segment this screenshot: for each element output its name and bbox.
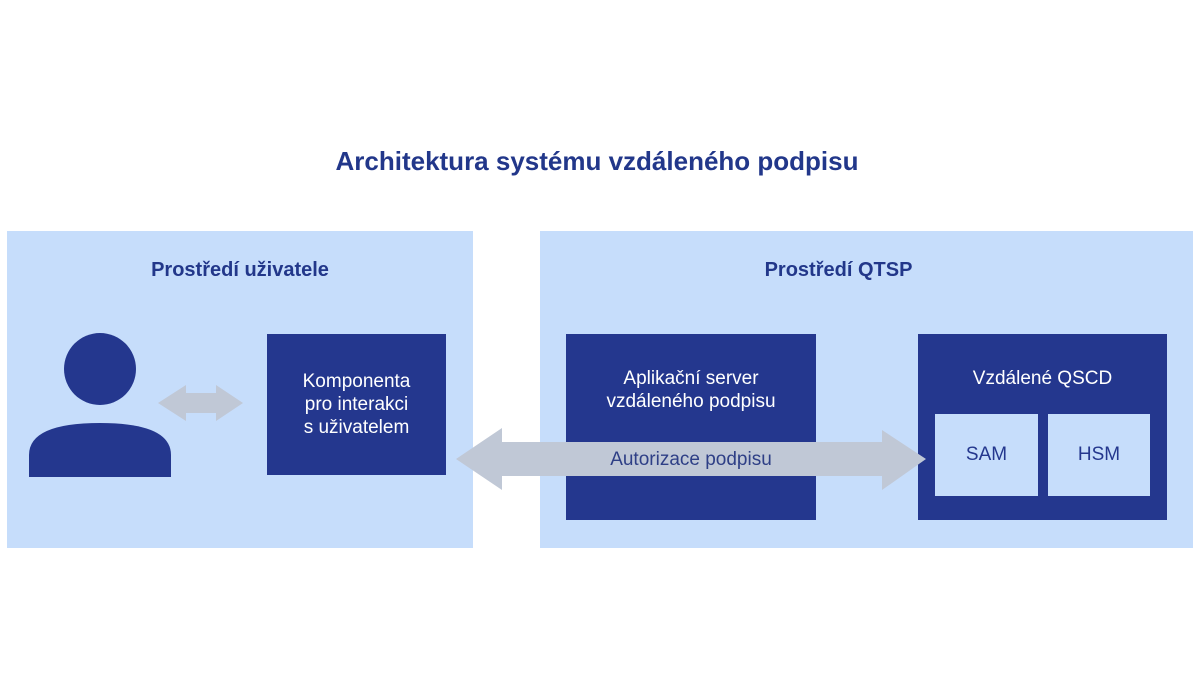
interaction-component-box: Komponenta pro interakci s uživatelem — [267, 334, 446, 475]
server-line-2: vzdáleného podpisu — [606, 391, 776, 412]
qscd-title: Vzdálené QSCD — [972, 368, 1113, 389]
qtsp-environment-title: Prostředí QTSP — [764, 259, 913, 281]
diagram-title: Architektura systému vzdáleného podpisu — [335, 146, 859, 176]
user-component-arrow — [158, 385, 243, 421]
signing-server-box: Aplikační server vzdáleného podpisu — [566, 334, 816, 520]
sam-box: SAM — [935, 414, 1038, 496]
user-environment-title: Prostředí uživatele — [151, 259, 329, 281]
component-line-3: s uživatelem — [303, 417, 410, 438]
server-line-1: Aplikační server — [623, 368, 759, 389]
component-line-1: Komponenta — [302, 371, 411, 392]
authorization-label: Autorizace podpisu — [610, 449, 772, 470]
component-line-2: pro interakci — [304, 394, 409, 415]
hsm-box: HSM — [1048, 414, 1150, 496]
user-icon — [29, 333, 171, 477]
